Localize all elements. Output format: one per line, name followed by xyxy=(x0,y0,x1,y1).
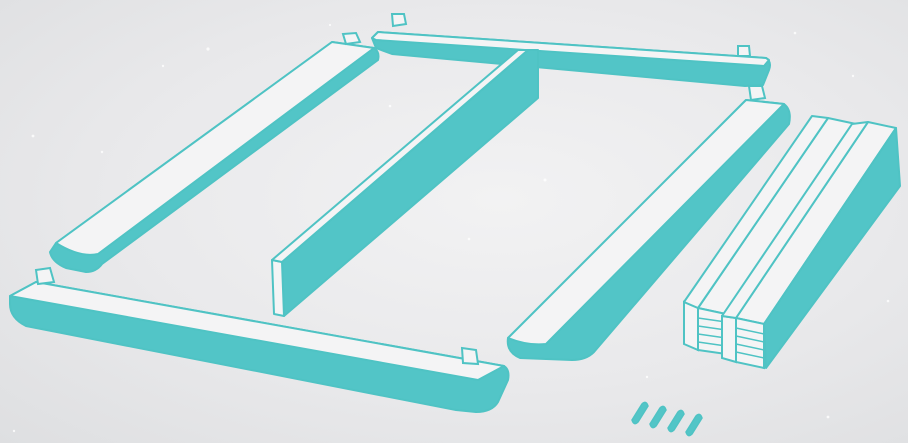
head-rail xyxy=(371,13,771,87)
foot-rail xyxy=(9,266,510,413)
dowel-pin xyxy=(631,401,649,425)
right-side-rail xyxy=(506,85,791,361)
center-support-beam xyxy=(271,49,539,317)
left-side-rail xyxy=(49,31,380,273)
background-dust xyxy=(12,23,890,433)
dowel-pins xyxy=(631,401,703,437)
dowel-pin xyxy=(685,413,703,437)
dowel-pin xyxy=(667,409,685,433)
slat-bundle-right xyxy=(721,121,901,370)
dowel-pin xyxy=(649,405,667,429)
